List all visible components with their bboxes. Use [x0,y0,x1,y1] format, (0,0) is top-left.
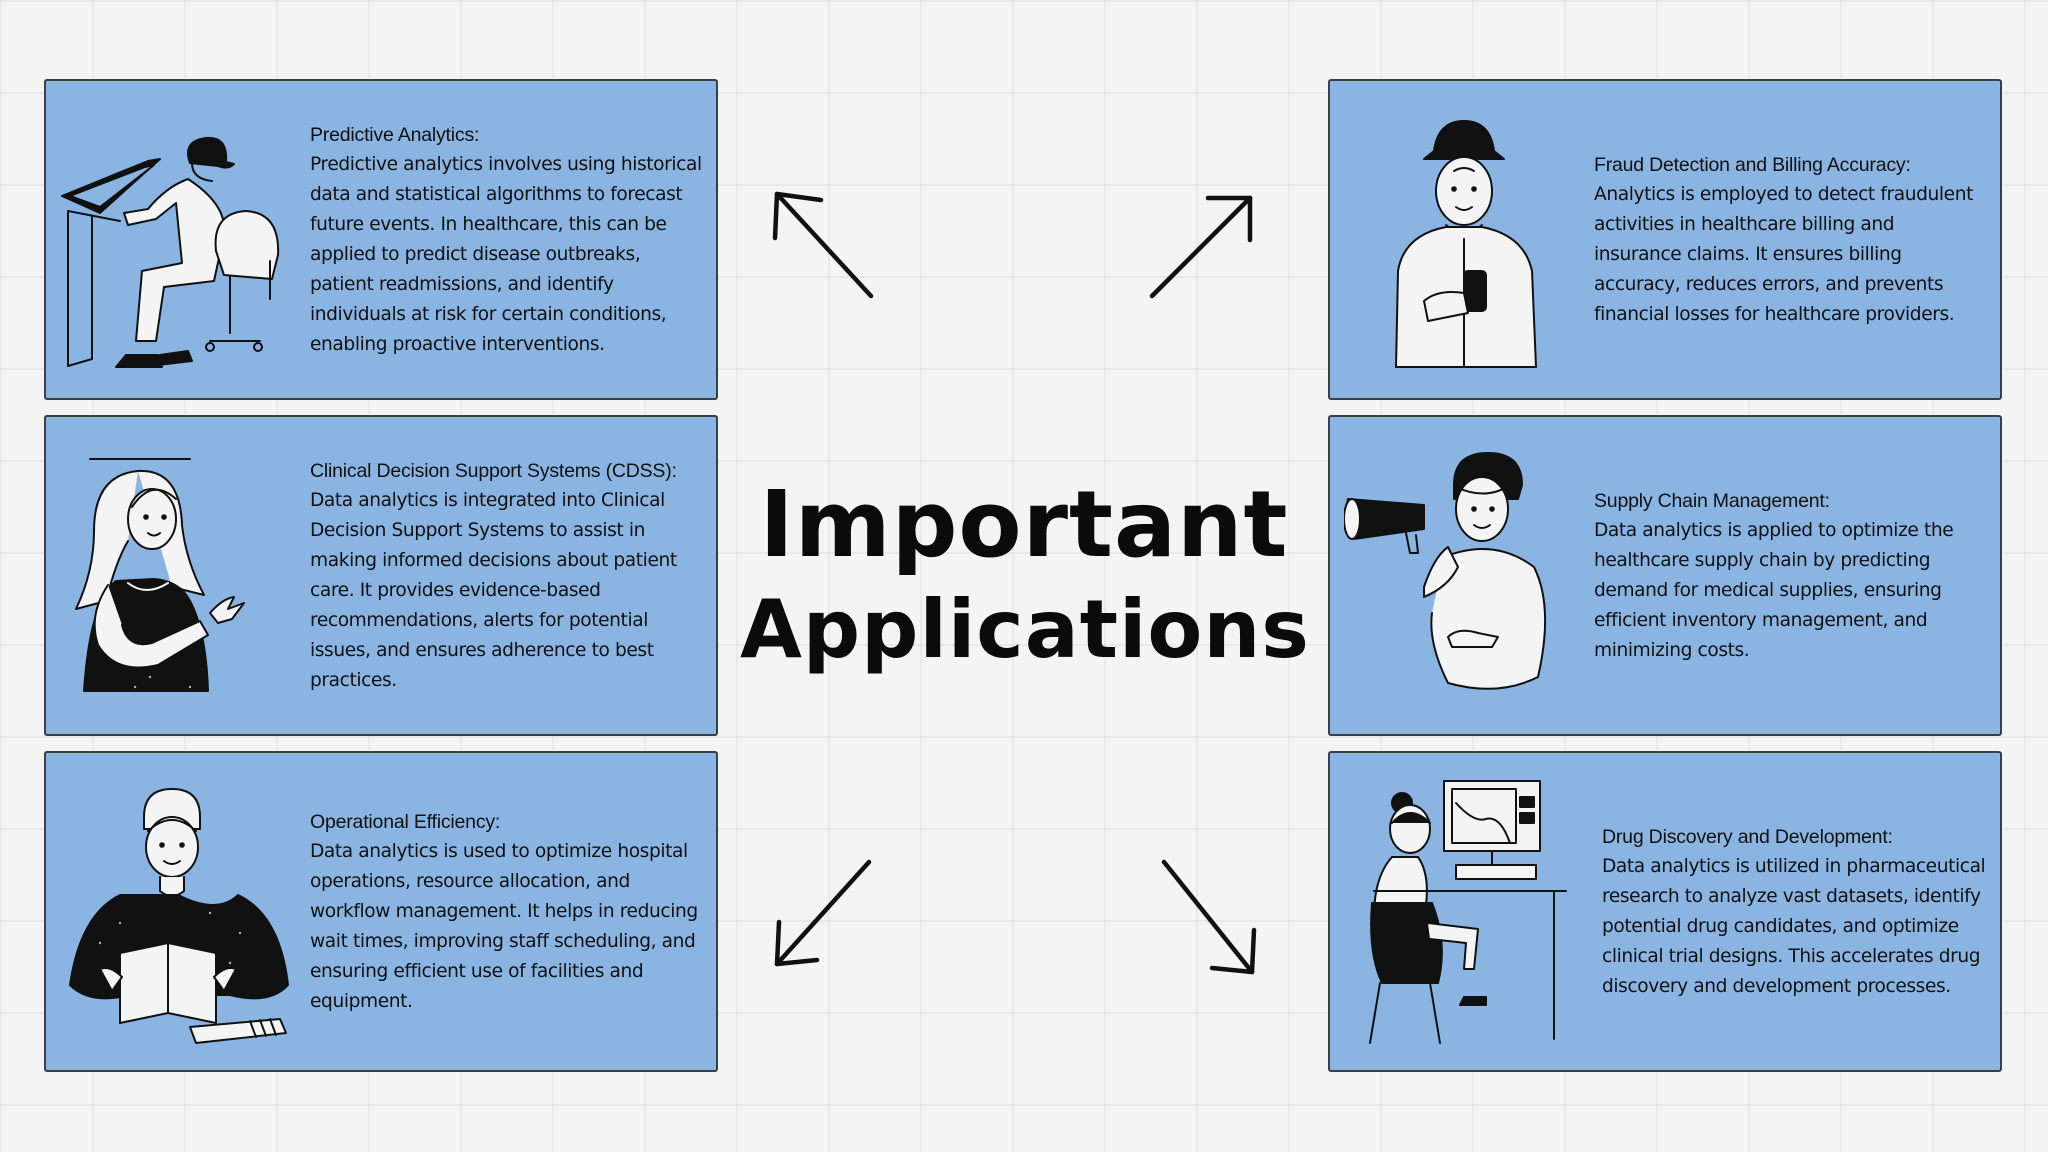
card-predictive-analytics: Predictive Analytics: Predictive analyti… [44,79,718,400]
page-title-line-1: Important [759,471,1289,578]
card-supply-chain: Supply Chain Management: Data analytics … [1328,415,2002,736]
arrow-up-left-icon [765,180,895,310]
card-fraud-detection: Fraud Detection and Billing Accuracy: An… [1328,79,2002,400]
card-description: Data analytics is used to optimize hospi… [310,840,698,1012]
man-with-megaphone-illustration [1344,437,1584,717]
designer-at-drafting-table-illustration [60,101,300,381]
card-operational-efficiency: Operational Efficiency: Data analytics i… [44,751,718,1072]
woman-gesturing-illustration [60,437,300,717]
man-with-hat-and-phone-illustration [1344,101,1584,381]
card-heading: Operational Efficiency: [310,810,501,833]
woman-at-computer-desk-illustration [1344,773,1584,1053]
card-description: Data analytics is applied to optimize th… [1594,519,1954,661]
arrow-down-left-icon [765,850,895,980]
card-heading: Supply Chain Management: [1594,489,1830,512]
card-heading: Clinical Decision Support Systems (CDSS)… [310,459,677,482]
card-description: Predictive analytics involves using hist… [310,153,702,355]
arrow-up-right-icon [1140,180,1270,310]
man-reading-book-illustration [60,773,300,1053]
arrow-down-right-icon [1150,850,1280,980]
page-title-line-2: Applications [740,583,1310,676]
card-description: Analytics is employed to detect fraudule… [1594,183,1973,325]
card-clinical-decision-support: Clinical Decision Support Systems (CDSS)… [44,415,718,736]
card-heading: Drug Discovery and Development: [1602,825,1893,848]
card-description: Data analytics is utilized in pharmaceut… [1602,855,1986,997]
card-description: Data analytics is integrated into Clinic… [310,489,677,691]
card-heading: Predictive Analytics: [310,123,480,146]
card-drug-discovery: Drug Discovery and Development: Data ana… [1328,751,2002,1072]
card-heading: Fraud Detection and Billing Accuracy: [1594,153,1911,176]
